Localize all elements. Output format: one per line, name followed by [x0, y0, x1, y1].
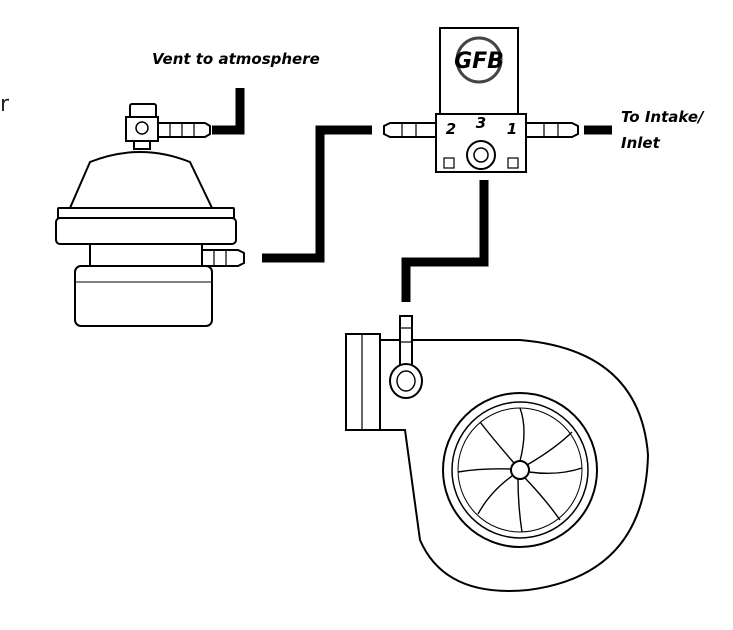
- port-3-label: 3: [476, 114, 486, 132]
- left-edge-cropped-text: r: [0, 92, 10, 117]
- port-2-label: 2: [446, 120, 456, 138]
- turbocharger: [345, 315, 650, 592]
- hose-valve-to-port-2: [262, 125, 372, 263]
- port-1-label: 1: [507, 120, 517, 138]
- gfb-logo: GFB: [454, 36, 504, 84]
- solenoid-logo-text: GFB: [454, 49, 504, 74]
- compressor-blades: [457, 407, 583, 533]
- boost-solenoid: [383, 27, 579, 173]
- hose-port-3-to-turbo: [401, 180, 489, 302]
- blow-off-valve: [55, 103, 245, 327]
- vent-to-atmosphere-label: Vent to atmosphere: [152, 50, 320, 68]
- inlet-label: Inlet: [621, 134, 661, 152]
- vent-hose: [212, 88, 245, 135]
- to-intake-label: To Intake/: [621, 108, 705, 126]
